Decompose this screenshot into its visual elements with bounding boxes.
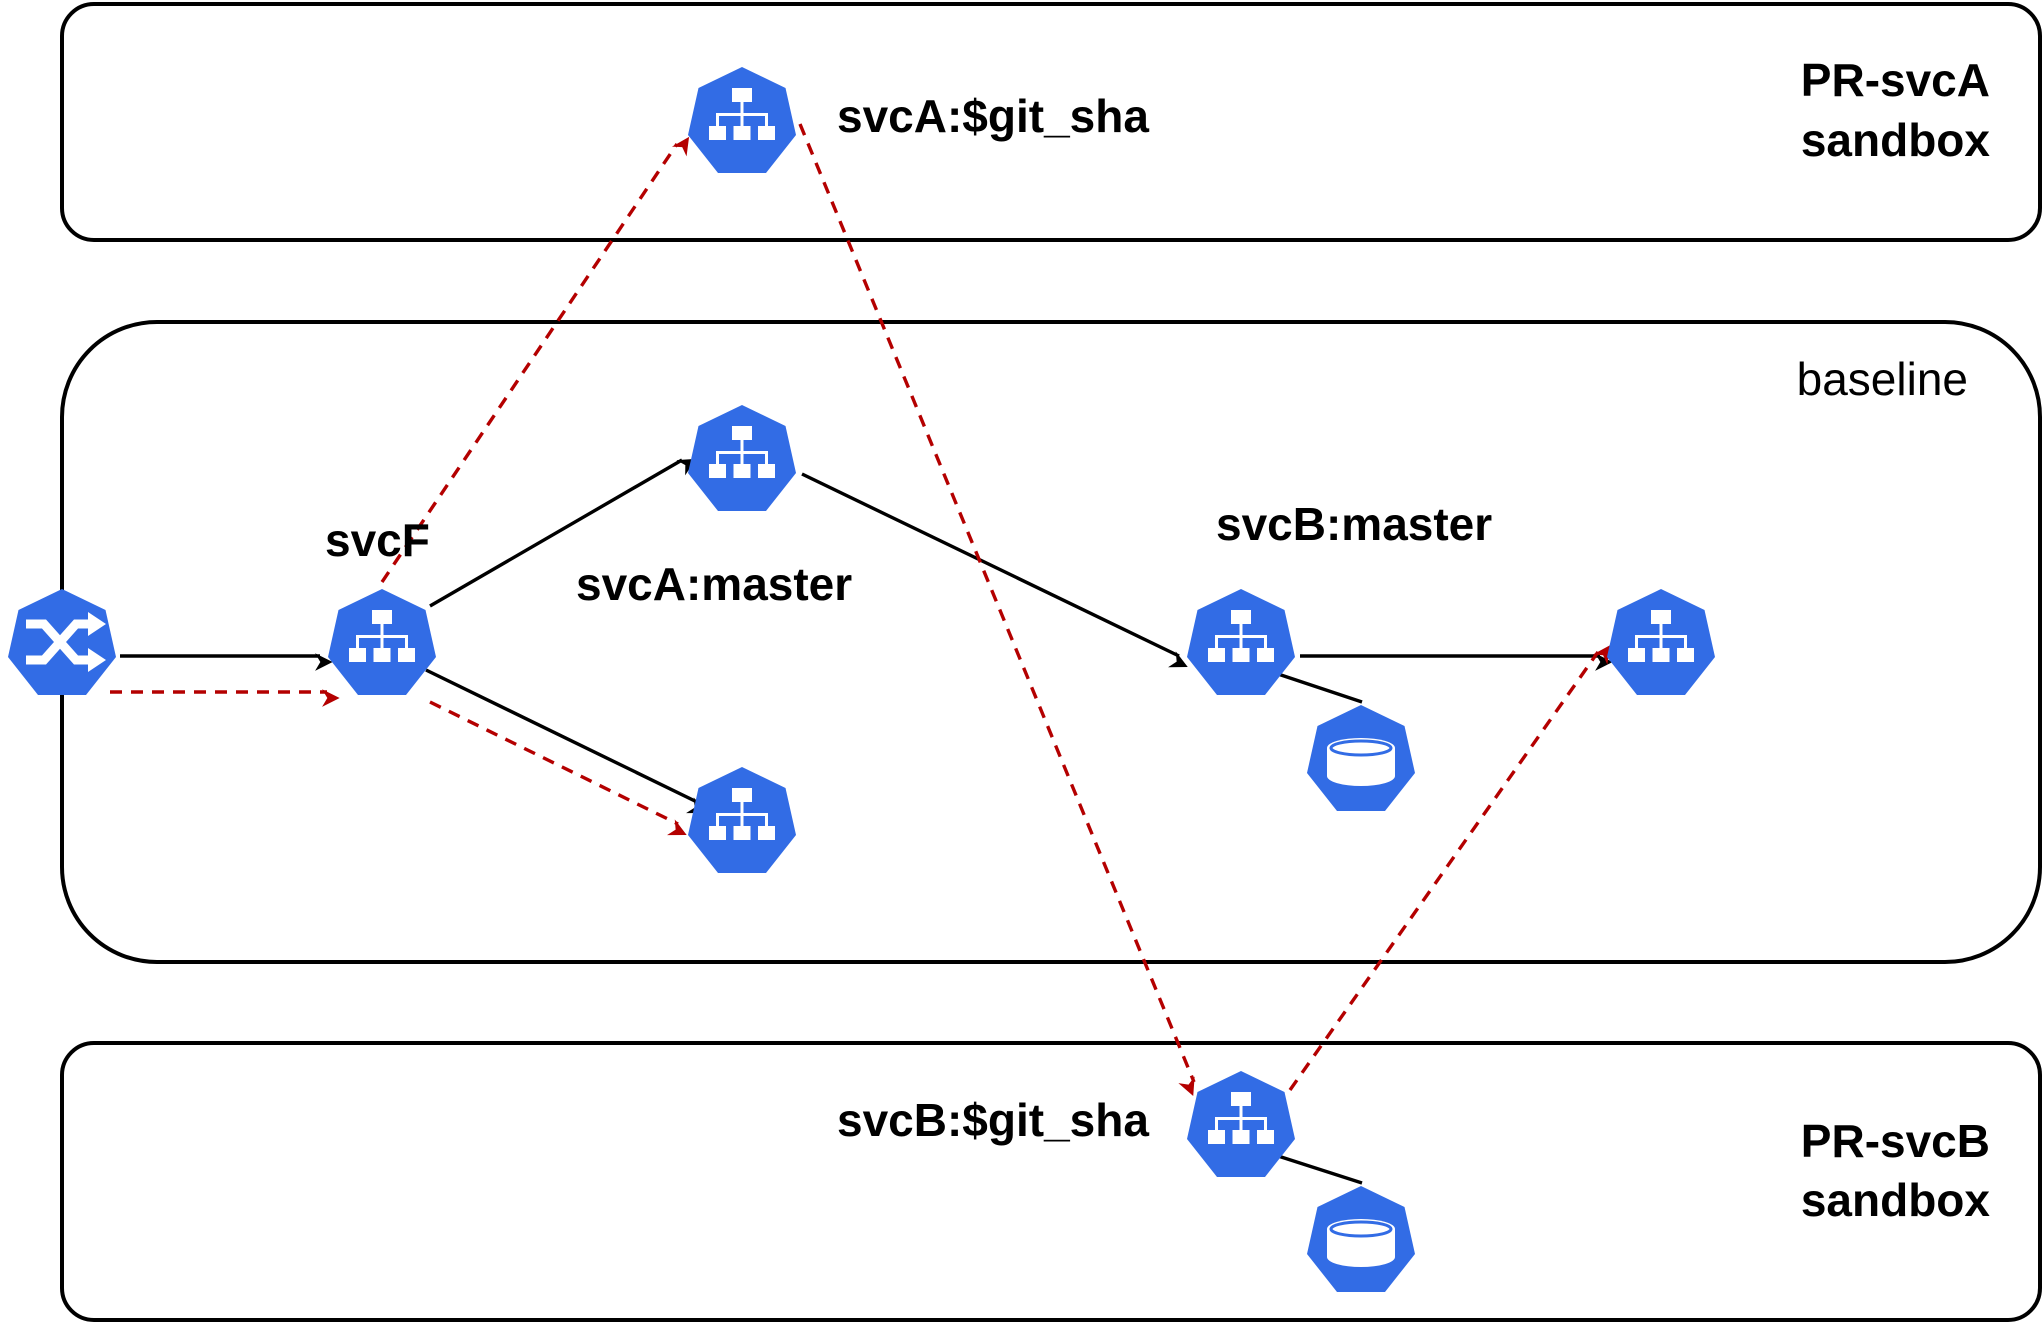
svca-git-sha-label: svcA:$git_sha xyxy=(837,90,1149,142)
pr-svca-sandbox-zone xyxy=(60,2,2042,242)
pr-svca-sandbox-label-line2: sandbox xyxy=(1801,114,1991,166)
svcf-label: svcF xyxy=(325,514,430,566)
svcb-master-label: svcB:master xyxy=(1216,498,1492,550)
link-svcb-master-db xyxy=(1274,671,1363,704)
pr-svcb-sandbox-label: PR-svcB xyxy=(1801,1115,1990,1167)
edge-svcf-to-svca-master xyxy=(429,458,696,608)
baseline-label: baseline xyxy=(1797,353,1968,405)
pr-svcb-sandbox-zone xyxy=(60,1041,2042,1322)
edge-svca-master-to-svcb-master xyxy=(801,472,1188,668)
svcb-git-sha-label: svcB:$git_sha xyxy=(837,1094,1149,1146)
edge-svcf-to-bottom-service xyxy=(425,668,706,814)
route-svcf-to-svca-git-sha xyxy=(380,136,690,583)
route-svcb-git-sha-to-downstream xyxy=(1288,645,1611,1091)
pr-svcb-sandbox-label-line2: sandbox xyxy=(1801,1174,1991,1226)
pr-svca-sandbox-label: PR-svcA xyxy=(1801,54,1990,106)
route-svca-git-sha-to-svcb-git-sha xyxy=(798,123,1196,1097)
route-svcf-to-bottom-service xyxy=(429,700,687,836)
svca-master-label: svcA:master xyxy=(576,558,852,610)
link-svcb-git-sha-db xyxy=(1274,1153,1363,1185)
